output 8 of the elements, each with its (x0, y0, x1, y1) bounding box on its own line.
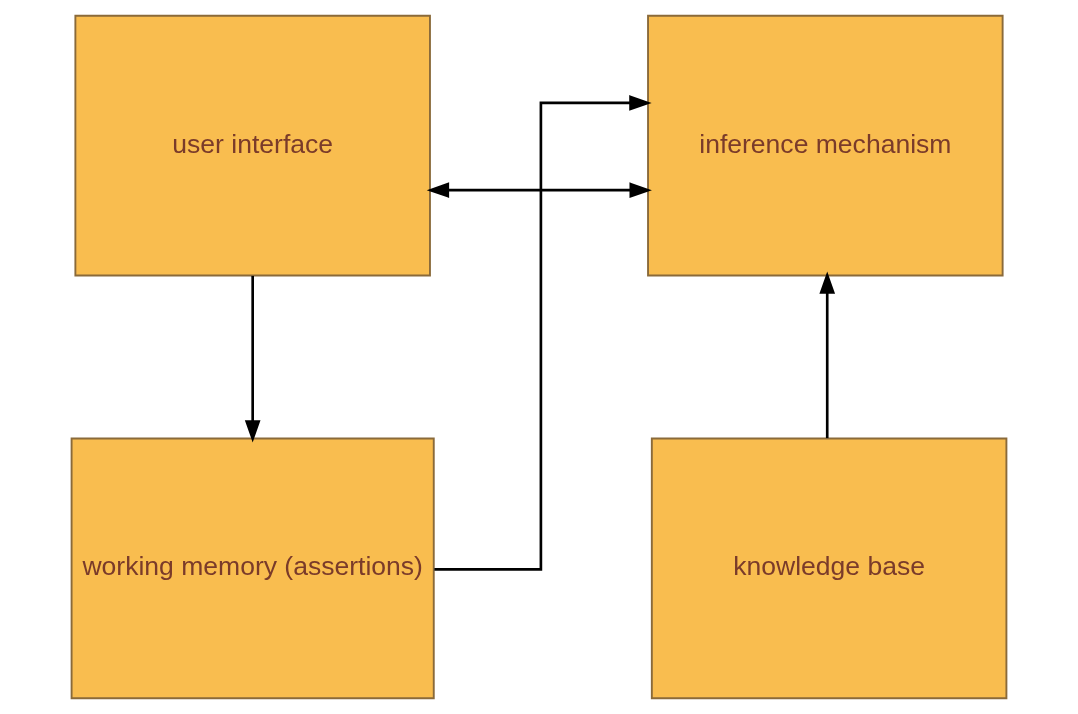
arrow (426, 182, 652, 198)
node-box: user interface (74, 14, 431, 277)
arrow (244, 275, 261, 443)
node-box: working memory (assertions) (70, 437, 435, 700)
arrow (819, 271, 836, 439)
node-box: inference mechanism (647, 14, 1004, 277)
node-box: knowledge base (650, 437, 1008, 700)
arrow (434, 95, 652, 571)
